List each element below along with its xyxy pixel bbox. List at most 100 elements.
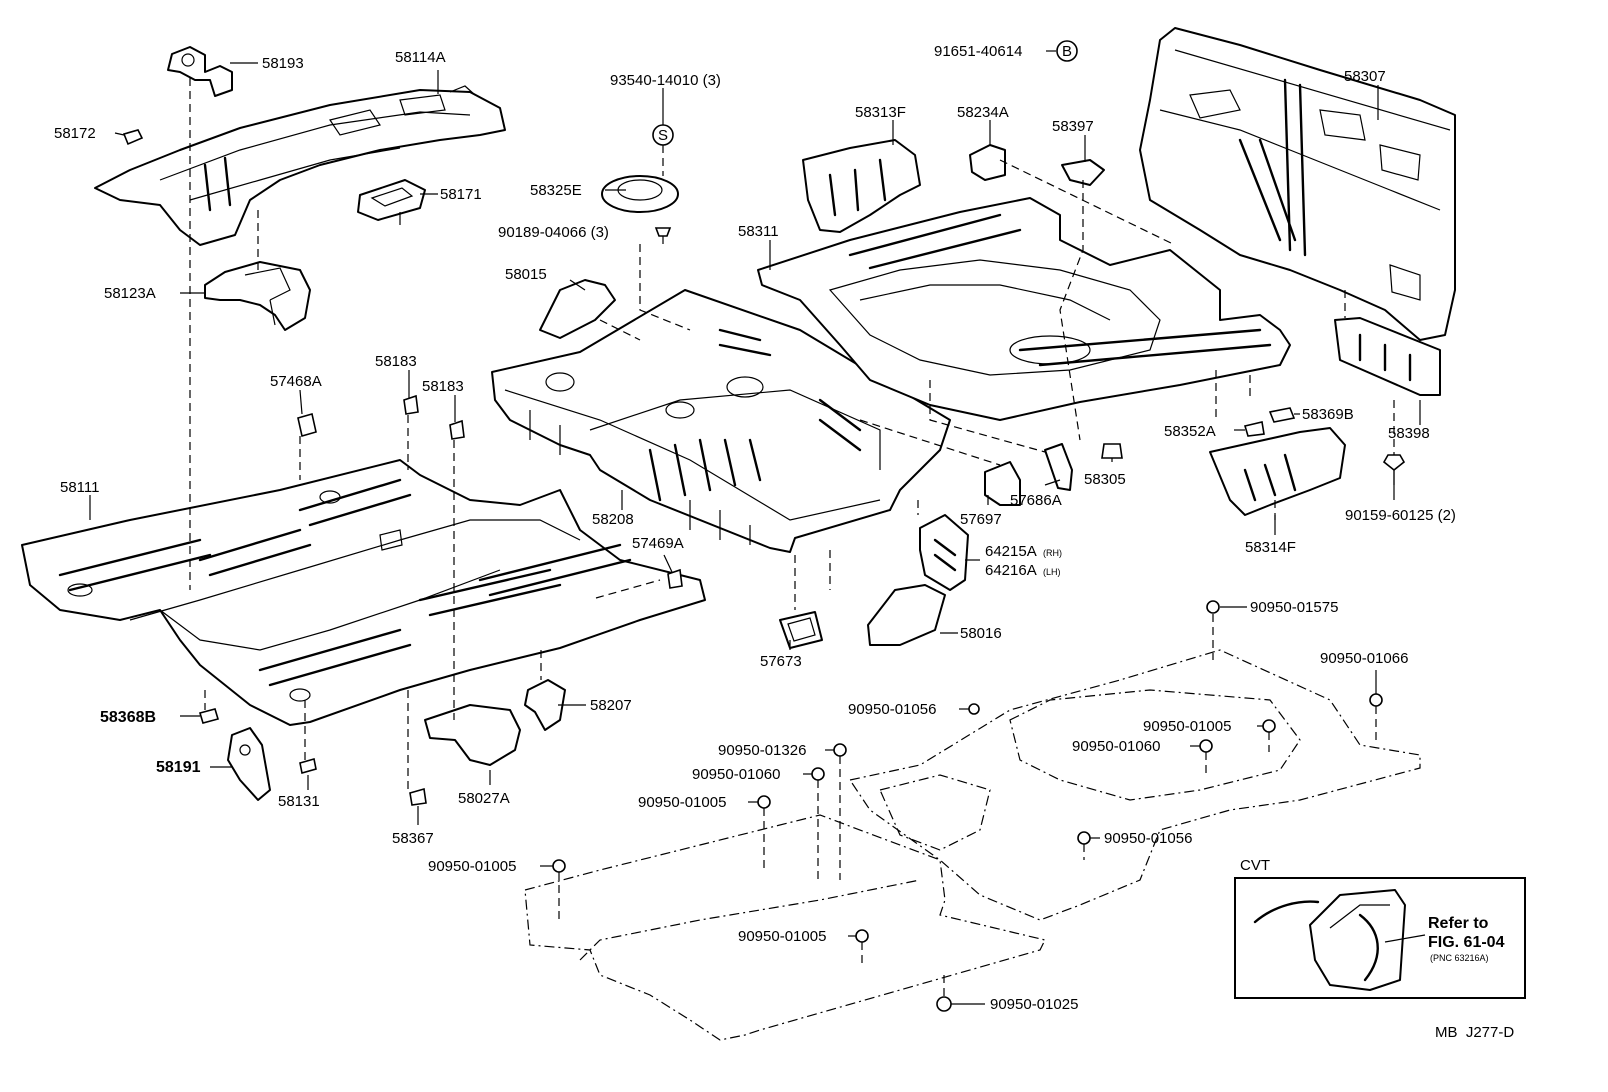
- inset-bracket-icon: [1309, 889, 1406, 991]
- part-58234A-bracket: [969, 144, 1006, 181]
- part-58311-spare-wheel-pan: [757, 197, 1291, 421]
- label-58367: 58367: [392, 830, 434, 847]
- label-58369B: 58369B: [1302, 406, 1354, 423]
- label-90950-01056-b: 90950-01056: [1104, 830, 1192, 847]
- inset-hose-icon: [1253, 900, 1320, 924]
- label-58311: 58311: [738, 223, 779, 240]
- label-58352A: 58352A: [1164, 423, 1216, 440]
- part-58183a-clip: [403, 394, 419, 415]
- label-64216A: 64216A: [985, 562, 1037, 579]
- label-58172: 58172: [54, 125, 96, 142]
- part-58131-clip: [299, 757, 317, 775]
- label-90950-01005-c: 90950-01005: [428, 858, 516, 875]
- inset-refer-line1: Refer to: [1428, 915, 1489, 932]
- label-58114A: 58114A: [395, 49, 446, 66]
- label-90159-60125: 90159-60125 (2): [1345, 507, 1456, 524]
- label-58307: 58307: [1344, 68, 1386, 85]
- part-58183b-clip: [449, 419, 465, 440]
- label-91651-40614: 91651-40614: [934, 43, 1022, 60]
- part-57468A-clip: [297, 412, 317, 438]
- label-58207: 58207: [590, 697, 632, 714]
- part-58369B-clip: [1268, 407, 1296, 423]
- label-58397: 58397: [1052, 118, 1094, 135]
- label-58171: 58171: [440, 186, 482, 203]
- label-90950-01060-b: 90950-01060: [692, 766, 780, 783]
- diagram-id: MB J277-D: [1435, 1024, 1514, 1041]
- part-57673-plate: [779, 611, 823, 649]
- part-58305-clip: [1101, 443, 1123, 459]
- label-57673: 57673: [760, 653, 802, 670]
- part-90189-bolt: [654, 227, 672, 244]
- part-58193-bracket: [167, 46, 233, 97]
- label-90950-01056-a: 90950-01056: [848, 701, 936, 718]
- label-90950-01066: 90950-01066: [1320, 650, 1408, 667]
- inset-refer-line2: FIG. 61-04: [1428, 934, 1505, 951]
- label-58016: 58016: [960, 625, 1002, 642]
- label-58015: 58015: [505, 266, 547, 283]
- label-90950-01005-d: 90950-01005: [738, 928, 826, 945]
- label-64216A-suffix: (LH): [1043, 567, 1061, 577]
- leader-lines: [89, 50, 1421, 1005]
- part-58015-pad: [539, 279, 616, 339]
- part-58172-clip: [122, 129, 144, 146]
- label-90950-01575: 90950-01575: [1250, 599, 1338, 616]
- part-58208-rear-floor-pan: [491, 289, 951, 553]
- part-58016-pad: [867, 584, 946, 646]
- label-s-marker: S: [658, 127, 668, 144]
- label-58123A: 58123A: [104, 285, 156, 302]
- label-64215A: 64215A: [985, 543, 1037, 560]
- inset-title: CVT: [1240, 857, 1270, 874]
- label-58131: 58131: [278, 793, 320, 810]
- label-58325E: 58325E: [530, 182, 582, 199]
- part-58367-clip: [409, 787, 427, 806]
- part-64215A-bracket: [919, 514, 969, 591]
- part-58111-front-floor-pan: [21, 459, 706, 726]
- part-58314F-panel: [1209, 427, 1346, 516]
- part-front-floor-silencer: [524, 814, 1046, 1041]
- label-58183-a: 58183: [375, 353, 417, 370]
- label-90950-01025: 90950-01025: [990, 996, 1078, 1013]
- marker-b-icon: [1056, 40, 1078, 62]
- label-57686A: 57686A: [1010, 492, 1062, 509]
- label-58191: 58191: [156, 759, 201, 776]
- label-58193: 58193: [262, 55, 304, 72]
- part-58325E-cover: [601, 175, 679, 213]
- part-58398-bracket: [1334, 317, 1441, 396]
- part-57469A-clip: [667, 568, 683, 589]
- label-58398: 58398: [1388, 425, 1430, 442]
- part-58368B-clip: [198, 708, 220, 724]
- label-58234A: 58234A: [957, 104, 1009, 121]
- label-58111: 58111: [60, 479, 100, 496]
- part-58123A-bracket: [204, 261, 311, 331]
- part-58114A-crossmember: [94, 85, 506, 246]
- label-93540-14010: 93540-14010 (3): [610, 72, 721, 89]
- label-58305: 58305: [1084, 471, 1126, 488]
- assembly-lines: [189, 78, 1395, 996]
- label-58183-b: 58183: [422, 378, 464, 395]
- part-58171-plate: [357, 179, 426, 225]
- label-57469A: 57469A: [632, 535, 684, 552]
- label-b-marker: B: [1062, 43, 1072, 60]
- label-90950-01005-b: 90950-01005: [638, 794, 726, 811]
- label-57468A: 57468A: [270, 373, 322, 390]
- part-57697-bracket: [984, 461, 1021, 506]
- label-58368B: 58368B: [100, 709, 156, 726]
- label-58208: 58208: [592, 511, 634, 528]
- label-64215A-suffix: (RH): [1043, 548, 1062, 558]
- label-90189-04066: 90189-04066 (3): [498, 224, 609, 241]
- part-58191-bracket: [227, 727, 271, 801]
- label-58027A: 58027A: [458, 790, 510, 807]
- part-58027A-bracket: [424, 704, 521, 766]
- label-90950-01005-a: 90950-01005: [1143, 718, 1231, 735]
- part-58352A-clip: [1243, 421, 1265, 437]
- part-labels: 58193 58114A 58172 58171 58123A 93540-14…: [54, 43, 1456, 1013]
- part-58307-back-panel: [1139, 27, 1456, 341]
- label-57697: 57697: [960, 511, 1002, 528]
- part-58313F-panel: [802, 139, 921, 233]
- label-90950-01326: 90950-01326: [718, 742, 806, 759]
- part-rear-floor-silencer: [849, 649, 1421, 921]
- part-58207-bracket: [524, 679, 566, 731]
- label-58314F: 58314F: [1245, 539, 1296, 556]
- bolts-bottom: [552, 600, 1383, 1012]
